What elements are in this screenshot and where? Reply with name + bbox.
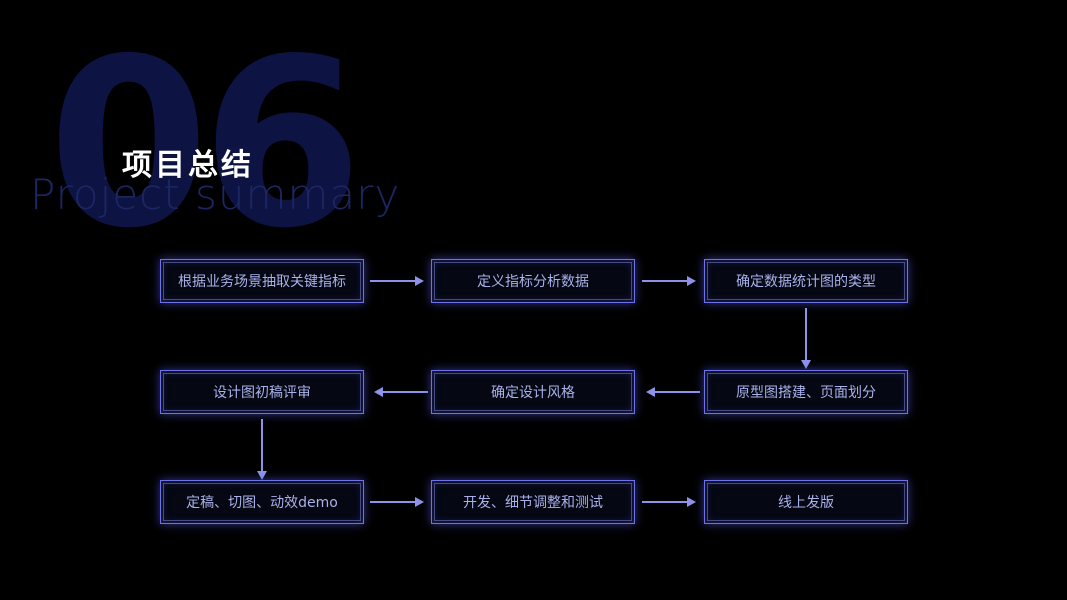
section-number: 06: [48, 9, 363, 279]
arrow-left-1: [374, 387, 428, 397]
page-subtitle: Project summary: [30, 170, 401, 219]
flow-node-design-draft-review: 设计图初稿评审: [160, 370, 364, 414]
page-title: 项目总结: [122, 148, 254, 183]
flow-node-label: 原型图搭建、页面划分: [736, 385, 876, 401]
flow-node-label: 设计图初稿评审: [213, 385, 311, 401]
flow-node-label: 确定数据统计图的类型: [736, 274, 876, 290]
flow-node-define-analysis-data: 定义指标分析数据: [431, 259, 635, 303]
flow-node-release-online: 线上发版: [704, 480, 908, 524]
arrow-right-4: [642, 497, 696, 507]
arrow-down-2: [257, 419, 267, 480]
flow-node-determine-design-style: 确定设计风格: [431, 370, 635, 414]
flow-node-label: 定稿、切图、动效demo: [186, 495, 338, 511]
flow-node-prototype-page-layout: 原型图搭建、页面划分: [704, 370, 908, 414]
flow-node-final-assets-motion-demo: 定稿、切图、动效demo: [160, 480, 364, 524]
arrow-down-1: [801, 308, 811, 369]
arrow-left-2: [646, 387, 700, 397]
flow-node-determine-chart-type: 确定数据统计图的类型: [704, 259, 908, 303]
arrow-right-1: [370, 276, 424, 286]
flow-node-label: 线上发版: [778, 495, 834, 511]
flow-node-label: 根据业务场景抽取关键指标: [178, 274, 346, 290]
flow-node-label: 开发、细节调整和测试: [463, 495, 603, 511]
flow-node-label: 确定设计风格: [491, 385, 575, 401]
flow-node-label: 定义指标分析数据: [477, 274, 589, 290]
flow-node-dev-tuning-testing: 开发、细节调整和测试: [431, 480, 635, 524]
arrow-right-3: [370, 497, 424, 507]
arrow-right-2: [642, 276, 696, 286]
flow-node-extract-key-metrics: 根据业务场景抽取关键指标: [160, 259, 364, 303]
